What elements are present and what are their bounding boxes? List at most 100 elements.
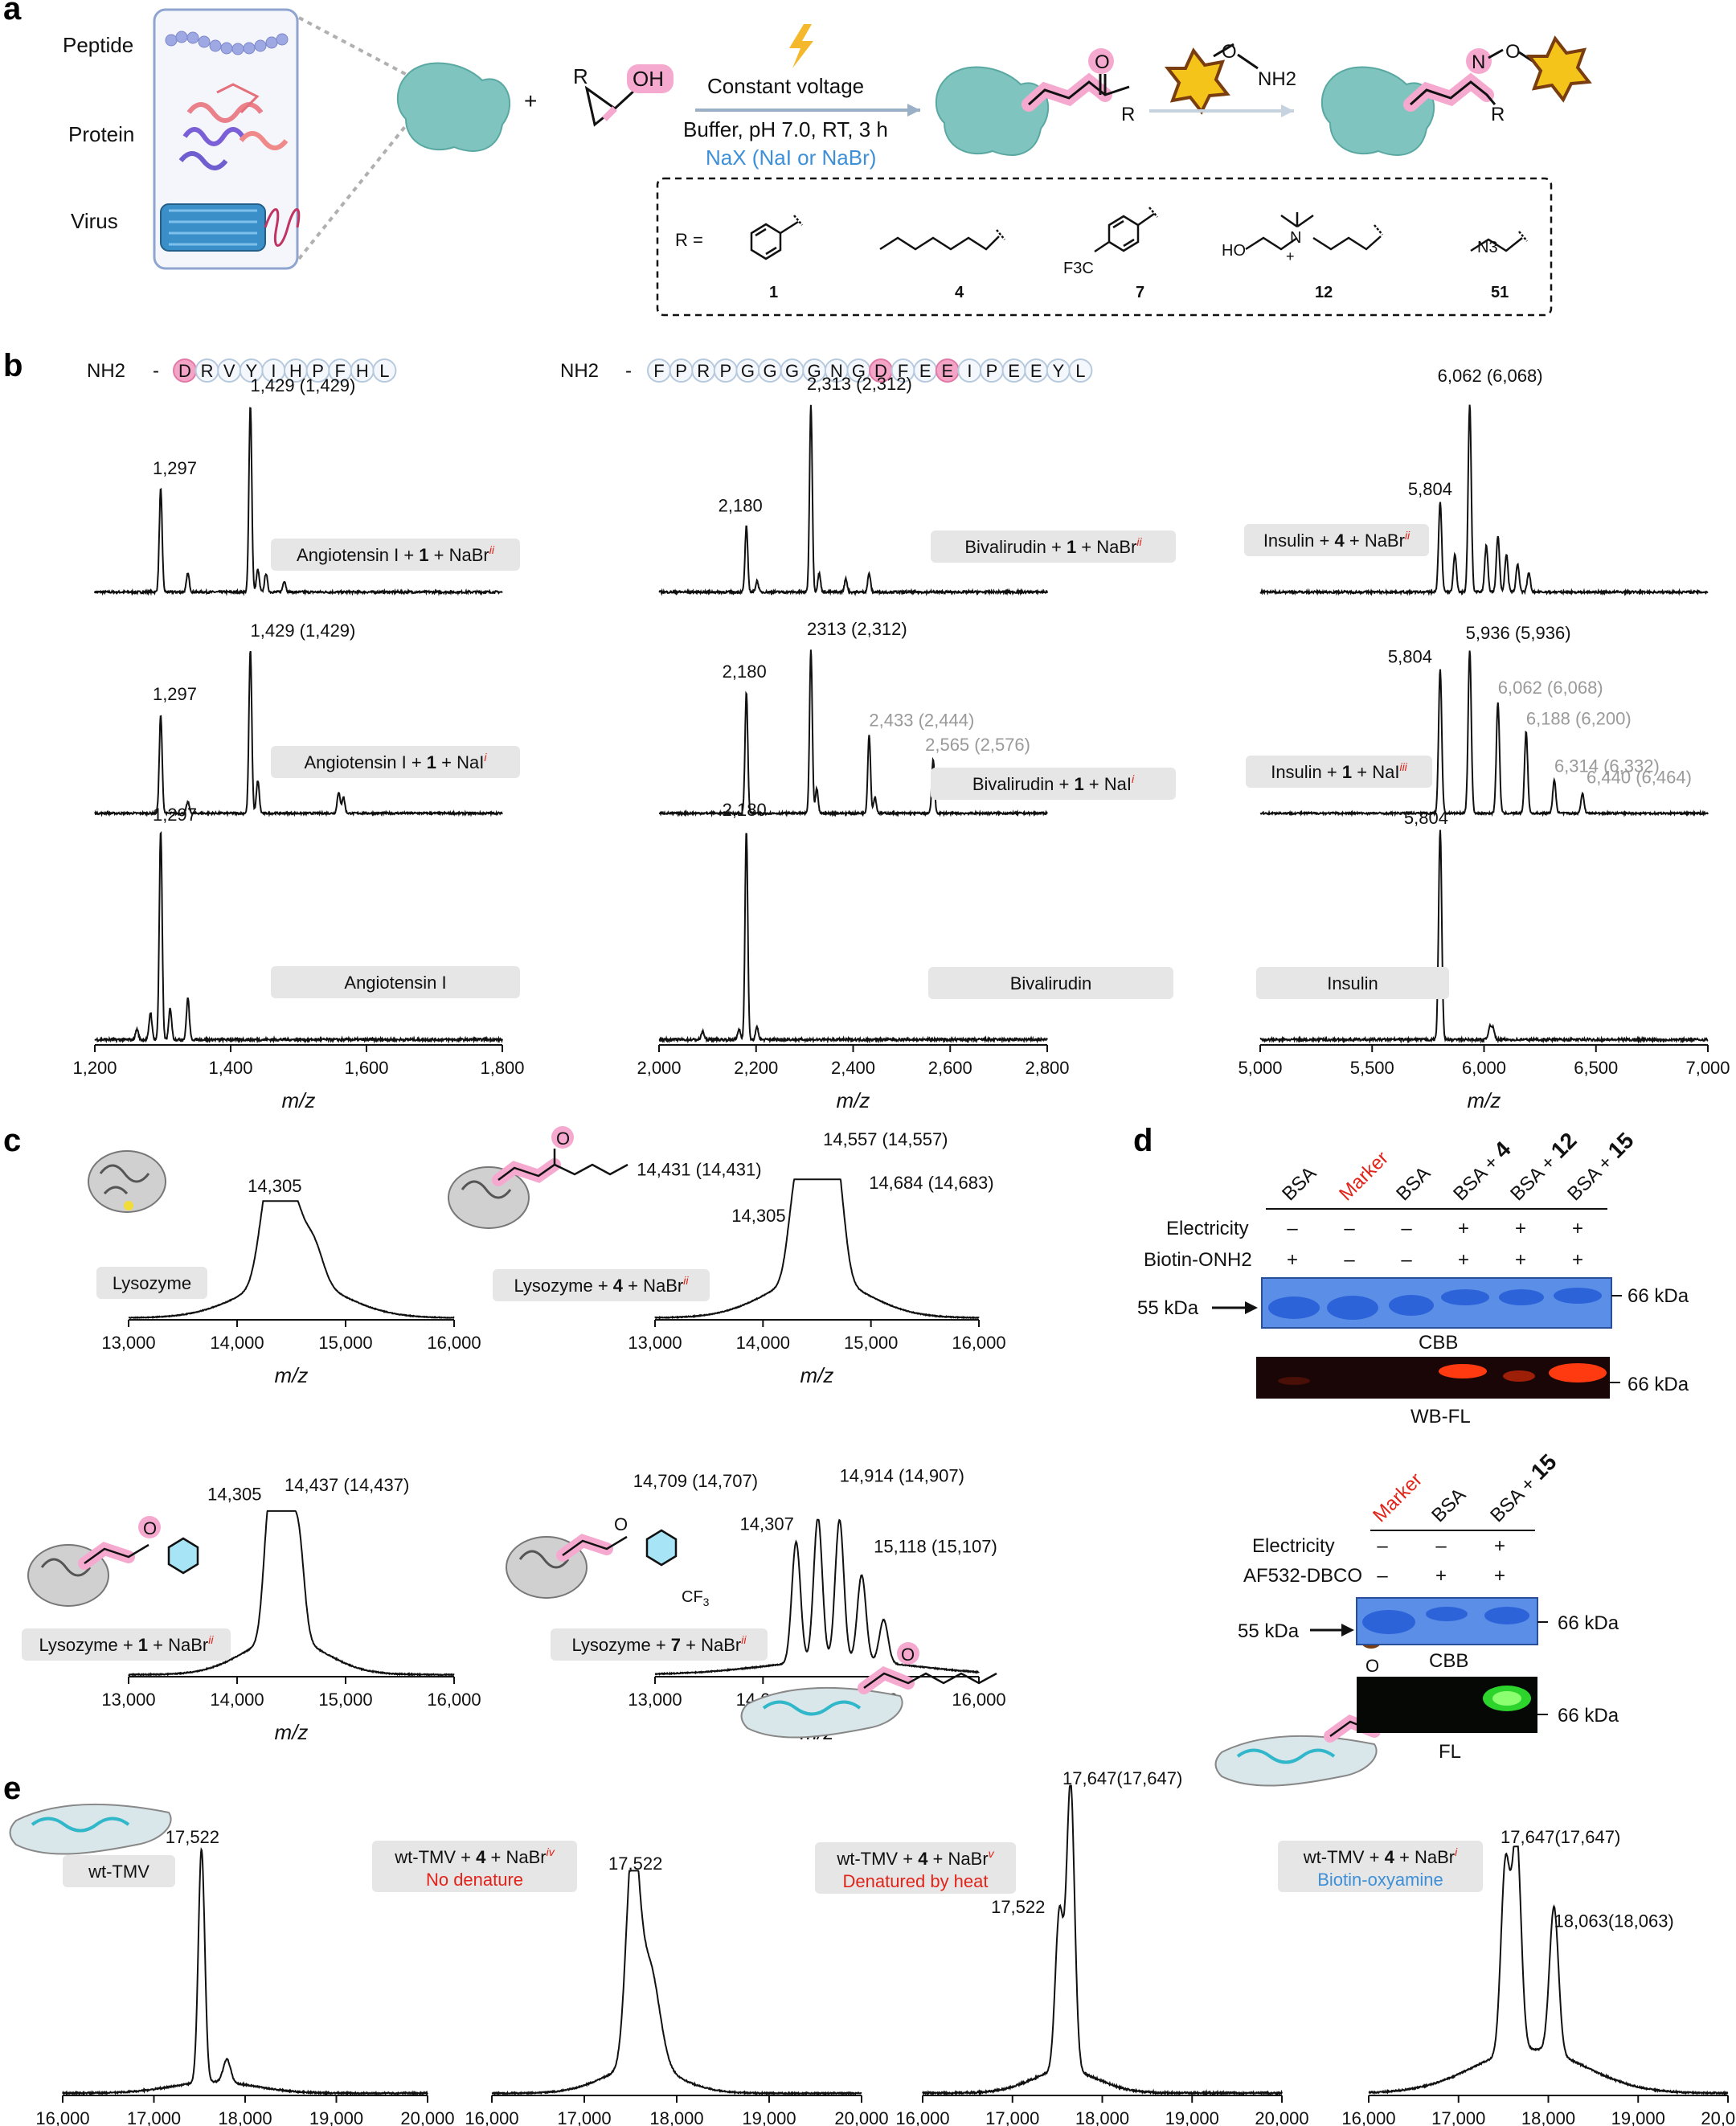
peak-label: 14,431 (14,431) xyxy=(637,1159,761,1179)
panel-c-structures: O O O CF3 xyxy=(27,1126,710,1608)
residue-letter: H xyxy=(356,361,369,381)
protein-icon xyxy=(178,83,289,170)
gel-row-value: – xyxy=(1287,1218,1298,1239)
ketone-o-label: O xyxy=(1095,51,1110,73)
peak-label: 6,062 (6,068) xyxy=(1438,366,1543,386)
spectrum-label-box xyxy=(271,539,520,571)
x-tick-label: 6,500 xyxy=(1574,1058,1618,1078)
residue-letter: R xyxy=(201,361,214,381)
peptide-icon xyxy=(165,31,289,55)
x-axis-title: m/z xyxy=(275,1363,309,1387)
spectrum-trace xyxy=(658,833,1048,1044)
ketone-r-label: R xyxy=(1121,104,1135,125)
residue-letter: G xyxy=(741,361,755,381)
spectrum-trace xyxy=(658,404,1048,596)
panel-label-d: d xyxy=(1133,1123,1153,1158)
peak-label: 15,118 (15,107) xyxy=(874,1537,997,1557)
peak-label: 6,188 (6,200) xyxy=(1526,709,1632,729)
spectrum-label: Lysozyme + 1 + NaBrii xyxy=(39,1633,215,1655)
x-tick-label: 14,000 xyxy=(210,1333,264,1353)
x-tick-label: 2,000 xyxy=(637,1058,681,1078)
spectrum-trace xyxy=(94,830,503,1044)
x-tick-label: 14,000 xyxy=(210,1690,264,1710)
r-group-12-number: 12 xyxy=(1315,284,1333,301)
panel-label-c: c xyxy=(3,1123,21,1158)
peak-label: 14,305 xyxy=(207,1484,261,1504)
gel1-cbb-bands xyxy=(1268,1288,1602,1320)
residue-letter: P xyxy=(675,361,687,381)
residue-letter: I xyxy=(967,361,972,381)
r-group-7-structure xyxy=(1094,207,1158,253)
residue-letter: P xyxy=(312,361,324,381)
x-tick-label: 19,000 xyxy=(742,2108,796,2126)
gel-lane-label: BSA xyxy=(1392,1162,1435,1205)
peak-label: 2,180 xyxy=(723,800,767,820)
reagent-oh-label: OH xyxy=(633,67,664,91)
x-tick-label: 2,800 xyxy=(1025,1058,1069,1078)
gel1-row-values: –––++++––+++ xyxy=(1287,1218,1583,1271)
peak-label: 1,297 xyxy=(153,805,197,825)
x-tick-label: 5,000 xyxy=(1238,1058,1282,1078)
peak-label: 5,804 xyxy=(1404,808,1448,828)
spectrum-trace xyxy=(1259,830,1709,1044)
gel-row-value: + xyxy=(1287,1249,1298,1271)
svg-text:-: - xyxy=(153,360,159,382)
residue-letter: E xyxy=(941,361,953,381)
x-tick-label: 13,000 xyxy=(628,1690,682,1710)
spectrum-trace xyxy=(491,1870,862,2096)
plus-sign: + xyxy=(524,88,537,113)
lysozyme-4-icon: O xyxy=(448,1126,628,1229)
r-group-51-substituent: N3 xyxy=(1477,239,1498,256)
peak-label: 2,313 (2,312) xyxy=(807,374,912,394)
gel1-cbb-label: CBB xyxy=(1419,1332,1458,1354)
spectrum-label: Lysozyme + 7 + NaBrii xyxy=(572,1633,747,1655)
gel1-right-marker: 66 kDa xyxy=(1628,1285,1689,1307)
gel2-row-electricity: Electricity xyxy=(1252,1535,1335,1557)
gel2-left-marker: 55 kDa xyxy=(1238,1620,1300,1642)
tmv-4-icon: O xyxy=(740,1642,997,1739)
peak-label: 17,522 xyxy=(166,1827,219,1847)
svg-text:O: O xyxy=(143,1518,157,1538)
oxyamine-nh2-label: NH2 xyxy=(1258,68,1296,90)
x-tick-label: 15,000 xyxy=(844,1333,898,1353)
panel-label-b: b xyxy=(3,348,23,383)
gel1-left-marker: 55 kDa xyxy=(1137,1297,1199,1319)
peak-label: 6,440 (6,464) xyxy=(1587,768,1692,788)
x-tick-label: 19,000 xyxy=(1165,2108,1219,2126)
gel-lane-label: BSA + 15 xyxy=(1484,1449,1561,1526)
lysozyme-7-icon: O CF3 xyxy=(506,1514,710,1608)
x-tick-label: 19,000 xyxy=(309,2108,363,2126)
gel2-right-marker: 66 kDa xyxy=(1558,1612,1619,1634)
gel-row-value: + xyxy=(1494,1535,1505,1557)
gel1-wb-label: WB-FL xyxy=(1410,1406,1471,1428)
spectrum-label: Bivalirudin + 1 + NaIi xyxy=(972,772,1135,794)
spectrum-trace xyxy=(654,1518,980,1676)
oxime-o-label: O xyxy=(1505,41,1521,63)
svg-text:-: - xyxy=(625,360,632,382)
spectrum-label-box xyxy=(551,1628,768,1661)
x-tick-label: 16,000 xyxy=(952,1690,1005,1710)
peak-label: 1,429 (1,429) xyxy=(251,375,356,395)
residue-bead xyxy=(1068,358,1093,383)
peak-label: 14,914 (14,907) xyxy=(840,1466,964,1486)
conditions-line-3: NaX (NaI or NaBr) xyxy=(706,145,876,170)
spectrum-label-box xyxy=(931,530,1176,563)
gel-lane-label: BSA + 4 xyxy=(1447,1137,1516,1206)
x-tick-label: 16,000 xyxy=(1341,2108,1395,2126)
residue-letter: E xyxy=(919,361,931,381)
gel2-fl-marker: 66 kDa xyxy=(1558,1705,1619,1727)
lightning-icon xyxy=(789,24,813,68)
spectrum-trace xyxy=(1259,650,1709,817)
x-tick-label: 16,000 xyxy=(895,2108,949,2126)
svg-text:CF3: CF3 xyxy=(682,1588,710,1608)
reagent-r-label: R xyxy=(573,64,588,88)
spectrum-label-box xyxy=(1246,756,1432,788)
